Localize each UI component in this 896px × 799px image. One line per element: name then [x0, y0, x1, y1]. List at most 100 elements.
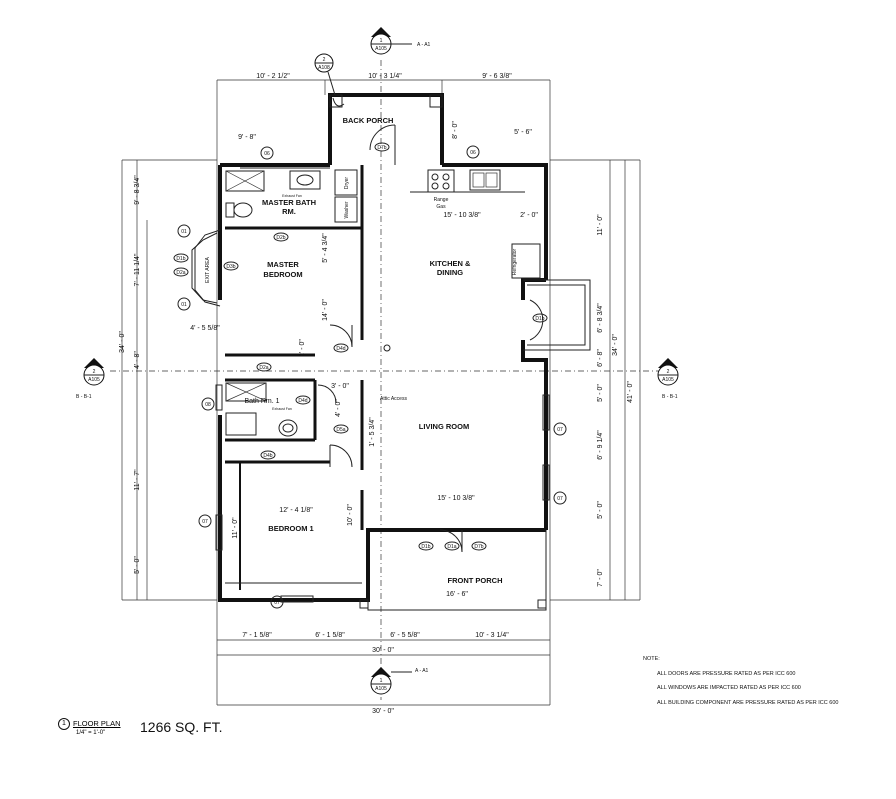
dim-bed1-w: 12' - 4 1/8"	[279, 507, 313, 514]
label-dryer: Dryer	[344, 177, 350, 190]
dim-hall-3: 4' - 0"	[335, 399, 342, 417]
tag-t2: D1b	[173, 253, 189, 263]
tag-t12: D1b	[418, 541, 434, 551]
svg-text:D7b: D7b	[474, 544, 483, 550]
dim-exit-w: 4' - 5 5/8"	[190, 325, 220, 332]
tag-d3: 01	[177, 224, 191, 238]
dim-bot-total: 30' - 0"	[372, 647, 394, 654]
label-attic-access: Attic Access	[380, 396, 407, 402]
tag-t4: D2b	[273, 232, 289, 242]
room-exit-area: EXIT AREA	[205, 256, 211, 282]
dim-right-3: 6' - 8"	[597, 349, 604, 367]
room-bath1: Bath Rm. 1	[244, 398, 279, 405]
label-range: Range	[434, 197, 449, 203]
svg-text:D3b: D3b	[226, 264, 235, 270]
tag-t9: D4d	[295, 395, 311, 405]
tag-t11: D4b	[260, 450, 276, 460]
room-kitchen-line2: DINING	[437, 268, 463, 277]
svg-text:B - B-1: B - B-1	[76, 394, 92, 400]
label-exhaust-fan-2: Exhaust Fan	[272, 407, 292, 411]
tag-t5: D3b	[223, 261, 239, 271]
dim-bot-4: 10' - 3 1/4"	[475, 632, 509, 639]
dim-bed1-side: 10' - 0"	[347, 504, 354, 526]
tag-d6: 07	[198, 514, 212, 528]
dim-left-total: 34' - 0"	[119, 331, 126, 353]
svg-text:D4b: D4b	[263, 453, 272, 459]
dim-left-2: 7' - 11 1/4"	[134, 253, 141, 286]
room-master-bedroom-line2: BEDROOM	[263, 270, 302, 279]
dim-bot-1: 7' - 1 5/8"	[242, 632, 272, 639]
dim-right-4: 5' - 0"	[597, 384, 604, 402]
note-line-1: ALL DOORS ARE PRESSURE RATED AS PER ICC …	[657, 670, 796, 677]
dim-right-6: 5' - 0"	[597, 501, 604, 519]
svg-text:D1b: D1b	[421, 544, 430, 550]
tag-t8: D1b	[532, 313, 548, 323]
svg-text:D2a: D2a	[259, 365, 268, 371]
tag-d8: 07	[553, 422, 567, 436]
dim-mbr-h: 14' - 0"	[322, 299, 329, 321]
room-front-porch: FRONT PORCH	[448, 576, 503, 585]
dim-right-overall: 41' - 0"	[627, 381, 634, 403]
notes-block: NOTE: ALL DOORS ARE PRESSURE RATED AS PE…	[643, 656, 839, 715]
tag-d4: 01	[177, 297, 191, 311]
svg-text:07: 07	[557, 427, 563, 433]
dim-left-3: 4' - 8"	[134, 351, 141, 369]
dim-hall-2: 3' - 0"	[331, 383, 349, 390]
fixture-labels: Dryer Washer Range Gas Refrigerator Exha…	[272, 177, 518, 411]
tag-t3: D2a	[173, 267, 189, 277]
dim-bot-2: 6' - 1 5/8"	[315, 632, 345, 639]
tag-t10: D5a	[333, 424, 349, 434]
svg-text:06: 06	[470, 150, 476, 156]
dim-top-1: 10' - 2 1/2"	[256, 73, 290, 80]
dim-bed1-h: 11' - 0"	[232, 517, 239, 539]
room-master-bath-line1: MASTER BATH	[262, 198, 316, 207]
svg-text:A105: A105	[662, 377, 674, 383]
svg-text:A105: A105	[88, 377, 100, 383]
dim-porch-ext: 5' - 6"	[514, 129, 532, 136]
tag-d7: 07	[270, 595, 284, 609]
svg-text:01: 01	[181, 229, 187, 235]
svg-text:A - A1: A - A1	[415, 668, 429, 674]
dim-overall: 30' - 0"	[372, 708, 394, 715]
windows	[215, 384, 550, 603]
room-back-porch: BACK PORCH	[343, 116, 394, 125]
svg-text:B - B-1: B - B-1	[662, 394, 678, 400]
svg-text:01: 01	[181, 302, 187, 308]
svg-text:07: 07	[557, 496, 563, 502]
note-line-2: ALL WINDOWS ARE IMPACTED RATED AS PER IC…	[657, 685, 801, 691]
tag-d1: 06	[260, 146, 274, 160]
tag-d9: 07	[553, 491, 567, 505]
svg-text:D1b: D1b	[176, 256, 185, 262]
tag-t6: D2a	[256, 362, 272, 372]
dim-mbr-side: 5' - 4 3/4"	[322, 233, 329, 263]
dim-top-2: 10' - 3 1/4"	[368, 73, 402, 80]
room-living: LIVING ROOM	[419, 422, 469, 431]
dim-left-5: 5' - 0"	[134, 556, 141, 574]
section-marker-top: 1 A105 A - A1	[370, 27, 431, 55]
title-name: FLOOR PLAN	[73, 719, 121, 728]
svg-text:A105: A105	[375, 686, 387, 692]
note-line-3: ALL BUILDING COMPONENT ARE PRESSURE RATE…	[657, 699, 839, 706]
room-labels: BACK PORCH MASTER BATH RM. MASTER BEDROO…	[205, 116, 503, 585]
room-master-bath-line2: RM.	[282, 207, 296, 216]
dim-fridge-w: 2' - 0"	[520, 212, 538, 219]
dim-hall-4: 1' - 5 3/4"	[369, 417, 376, 447]
title-area: 1266 SQ. FT.	[140, 719, 223, 735]
notes-heading: NOTE:	[643, 656, 660, 662]
title-scale: 1/4" = 1'-0"	[76, 730, 106, 736]
fixtures	[225, 169, 541, 437]
tag-d5: 08	[201, 397, 215, 411]
svg-text:08: 08	[205, 402, 211, 408]
svg-text:D2b: D2b	[276, 235, 285, 241]
svg-text:06: 06	[264, 151, 270, 157]
section-marker-bottom: 1 A105 A - A1	[370, 667, 429, 695]
dim-right-total: 34' - 0"	[612, 334, 619, 356]
title-number: 1	[58, 718, 70, 730]
dimension-labels: 10' - 2 1/2" 10' - 3 1/4" 9' - 6 3/8" 8'…	[119, 73, 634, 715]
section-marker-left: 2 A105 B - B-1	[76, 358, 105, 400]
back-porch	[329, 94, 443, 165]
dim-right-5: 6' - 9 1/4"	[597, 430, 604, 460]
dim-hall-1: 2' - 0"	[299, 339, 306, 357]
room-master-bedroom-line1: MASTER	[267, 260, 299, 269]
